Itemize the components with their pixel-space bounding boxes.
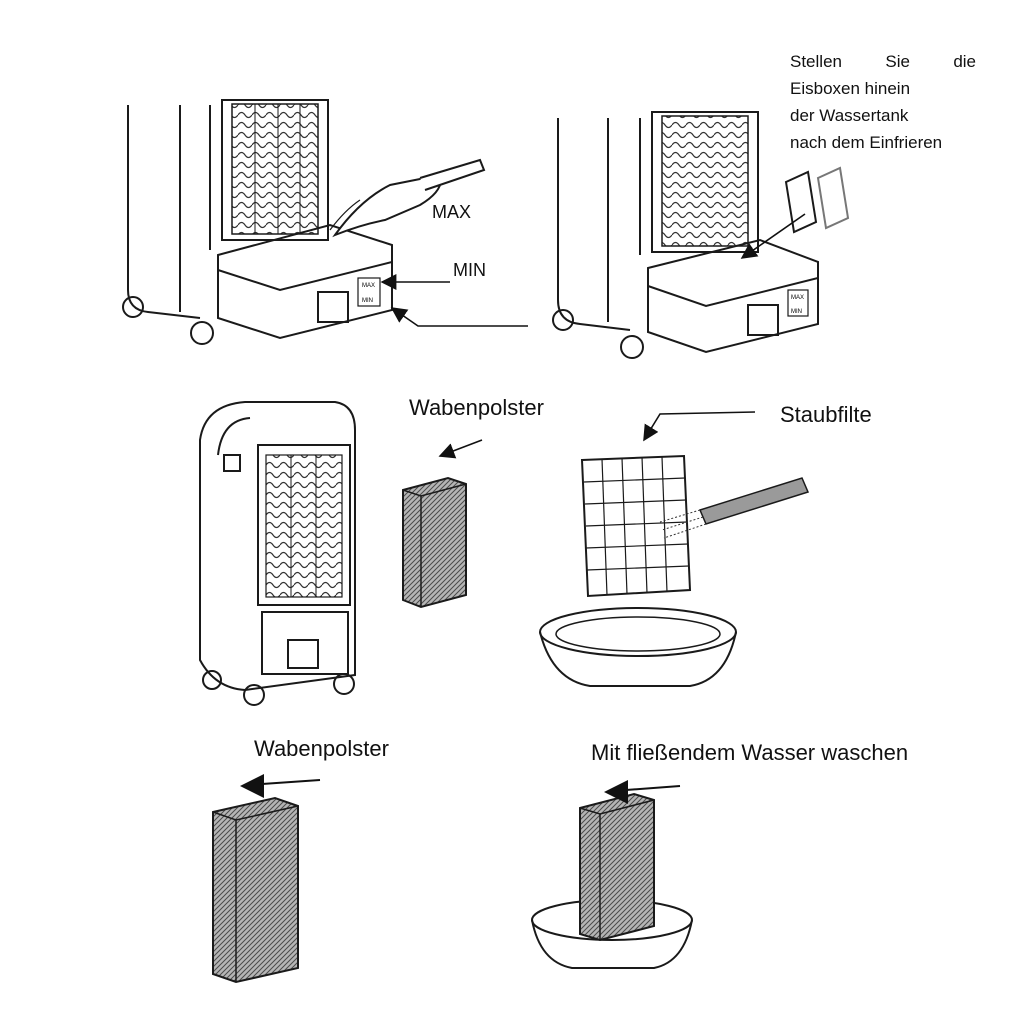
honeycomb-grille bbox=[231, 103, 319, 235]
wheel-icon bbox=[190, 321, 214, 345]
pad-arrow bbox=[240, 774, 321, 798]
wheel-icon bbox=[333, 673, 355, 695]
cooler-front-unit bbox=[199, 401, 356, 706]
tank-handle-slot bbox=[287, 639, 319, 669]
cooler-grille-frame bbox=[257, 444, 351, 606]
ice-box-instruction: Stellen Sie die Eisboxen hinein der Wass… bbox=[790, 48, 976, 156]
water-tank-body bbox=[217, 262, 393, 340]
cooler-body-outline bbox=[127, 105, 201, 319]
ice-instruction-line: der Wassertank bbox=[790, 106, 909, 125]
wash-basin-icon bbox=[539, 607, 737, 687]
brush-icon bbox=[659, 477, 810, 539]
level-window bbox=[357, 277, 381, 307]
water-tank-front bbox=[261, 611, 349, 675]
ice-box-icon bbox=[816, 166, 850, 230]
wheel-icon bbox=[552, 309, 574, 331]
level-arrows bbox=[380, 274, 528, 327]
level-window bbox=[787, 289, 809, 317]
ice-instruction-line: Eisboxen hinein bbox=[790, 79, 911, 98]
wash-instruction-label: Mit fließendem Wasser waschen bbox=[591, 740, 909, 765]
honeycomb-grille bbox=[265, 454, 343, 598]
ice-box-icon bbox=[784, 170, 818, 234]
cooler-ice-boxes bbox=[552, 111, 850, 359]
honeycomb-pad-removed bbox=[402, 476, 467, 609]
ice-arrow bbox=[740, 213, 806, 259]
ice-instruction-line: nach dem Einfrieren bbox=[790, 133, 943, 152]
cooler-fill-water bbox=[122, 99, 486, 345]
tank-handle-slot bbox=[747, 304, 779, 336]
cooler-body-outline bbox=[199, 401, 356, 692]
wash-arrow bbox=[604, 780, 681, 804]
honeycomb-pad-large bbox=[212, 796, 299, 984]
ice-instruction-word: Sie bbox=[885, 52, 910, 71]
wheel-icon bbox=[202, 670, 222, 690]
wheel-icon bbox=[243, 684, 265, 706]
min-level-label: MIN bbox=[453, 260, 486, 280]
wheel-icon bbox=[620, 335, 644, 359]
water-tank-top bbox=[647, 238, 819, 308]
honeycomb-pad-label-bottom: Wabenpolster bbox=[254, 736, 389, 761]
honeycomb-grille bbox=[661, 115, 749, 247]
dust-filter-frame bbox=[580, 454, 692, 598]
middle-arrows bbox=[438, 411, 756, 459]
tank-handle-slot bbox=[317, 291, 349, 323]
water-scoop-icon bbox=[332, 173, 442, 238]
ice-instruction-word: Stellen bbox=[790, 52, 842, 71]
max-level-label: MAX bbox=[432, 202, 472, 222]
ice-instruction-word: die bbox=[953, 52, 976, 71]
honeycomb-pad-washing bbox=[579, 792, 655, 942]
wheel-icon bbox=[122, 296, 144, 318]
dust-filter-label: Staubfilte bbox=[780, 402, 872, 427]
honeycomb-pad-label: Wabenpolster bbox=[409, 395, 544, 420]
